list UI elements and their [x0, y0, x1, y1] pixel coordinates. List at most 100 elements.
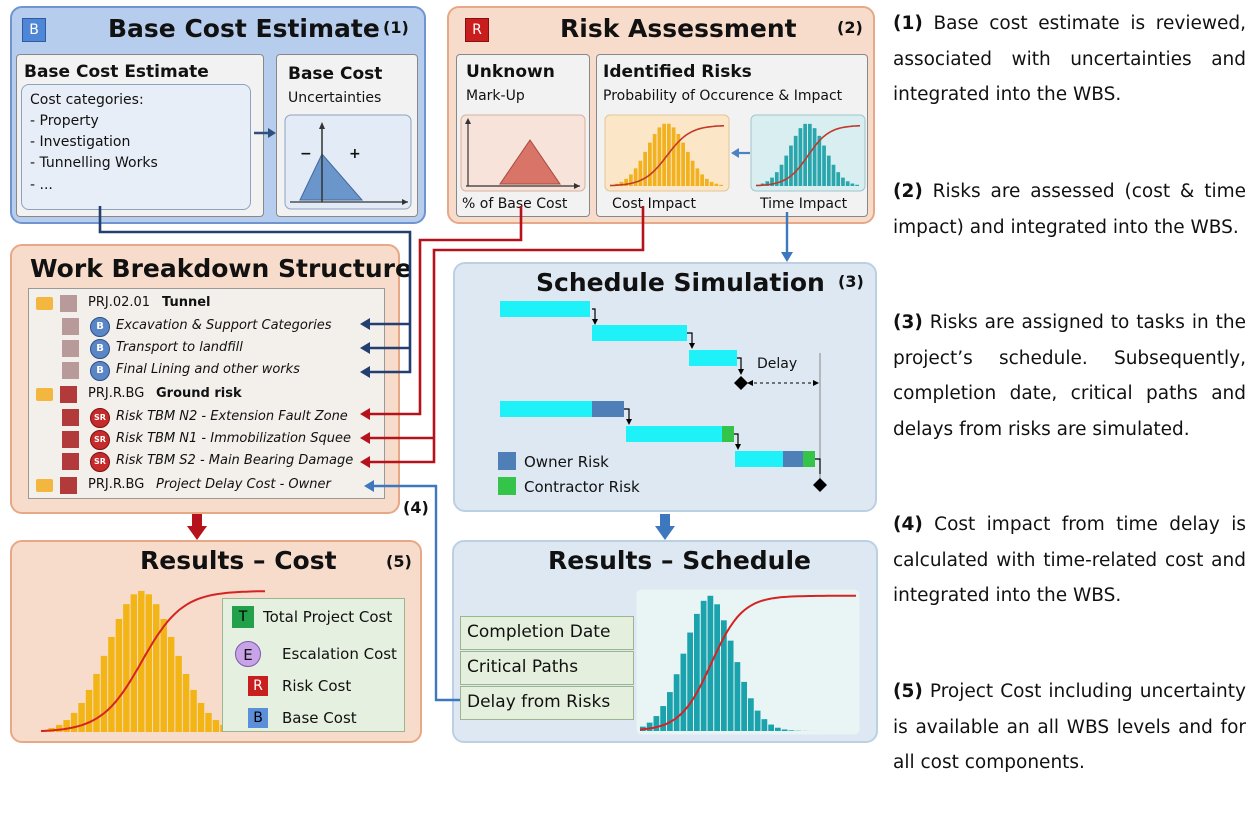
contractor-risk-swatch: [498, 477, 516, 495]
folder-icon: [36, 388, 53, 401]
plus-sign: +: [349, 146, 361, 162]
histogram-bar: [70, 712, 78, 732]
distribution-icon: [62, 362, 79, 379]
wbs-row-name[interactable]: Risk TBM S2 - Main Bearing Damage: [116, 453, 354, 468]
total-cost-badge-icon: T: [232, 606, 254, 628]
gantt-task-bar: [689, 350, 737, 366]
histogram-bar: [667, 123, 671, 186]
histogram-bar: [680, 653, 687, 731]
description-text: Risks are assessed (cost & time impact) …: [893, 181, 1246, 238]
wbs-row-name[interactable]: Risk TBM N1 - Immobilization Squee: [116, 431, 352, 446]
cost-categories-label: Cost categories:: [30, 92, 144, 108]
histogram-bar: [774, 172, 779, 186]
distribution-icon: [62, 431, 79, 448]
base-badge-icon: B: [22, 18, 46, 42]
cost-impact-label: Cost Impact: [612, 196, 696, 212]
base-cost-label: Base Cost: [282, 709, 357, 727]
gantt-task-bar: [626, 426, 722, 442]
description-number: (1): [893, 13, 923, 34]
histogram-bar: [619, 181, 624, 186]
histogram-bar: [643, 151, 647, 186]
owner-risk-bar: [783, 451, 803, 467]
base-uncert-title: Base Cost: [288, 64, 383, 84]
histogram-bar: [681, 142, 685, 186]
histogram-bar: [705, 178, 709, 186]
histogram-bar: [695, 168, 700, 186]
schedule-simulation-title: Schedule Simulation: [536, 268, 825, 297]
gantt-chart: [500, 301, 827, 492]
category-item: - Property: [30, 113, 99, 129]
distribution-icon: [60, 477, 77, 494]
wbs-row-code[interactable]: PRJ.R.BG: [88, 477, 145, 492]
histogram-bar: [153, 604, 160, 732]
histogram-bar: [652, 134, 657, 186]
histogram-bar: [850, 183, 855, 186]
contractor-risk-bar: [803, 451, 815, 467]
base-cost-legend-badge-icon: B: [248, 708, 268, 728]
owner-risk-bar: [592, 401, 624, 417]
wbs-row-name[interactable]: Excavation & Support Categories: [116, 318, 332, 333]
histogram-bar: [671, 127, 676, 186]
distribution-icon: [62, 409, 79, 426]
histogram-bar: [765, 181, 770, 186]
risk-cost-label: Risk Cost: [282, 677, 352, 695]
histogram-bar: [714, 183, 719, 186]
histogram-bar: [63, 720, 70, 732]
base-cost-title: Base Cost Estimate: [108, 14, 380, 43]
description-number: (4): [893, 514, 923, 535]
wbs-row-name[interactable]: Tunnel: [162, 295, 211, 310]
specific-risk-badge-icon: SR: [90, 408, 110, 428]
histogram-bar: [690, 160, 695, 186]
cumulative-curve: [755, 124, 861, 187]
histogram-bar: [808, 123, 812, 186]
cumulative-curve: [639, 594, 856, 731]
wbs-row-name[interactable]: Project Delay Cost - Owner: [156, 477, 331, 492]
histogram-bar: [100, 655, 108, 732]
gantt-task-bar: [592, 325, 687, 341]
histogram-bar: [793, 135, 798, 186]
wbs-row-name[interactable]: Final Lining and other works: [116, 362, 300, 377]
histogram-bar: [662, 123, 666, 186]
critical-paths-item: Critical Paths: [460, 651, 634, 685]
risk-cost-badge-icon: R: [248, 676, 268, 696]
base-to-uncert-arrow: [254, 128, 276, 138]
wbs-title: Work Breakdown Structure: [30, 254, 412, 283]
wbs-row-code[interactable]: PRJ.R.BG: [88, 386, 145, 401]
histogram-bar: [826, 155, 831, 186]
description-5: (5) Project Cost including uncertainty i…: [893, 674, 1246, 781]
histogram-bar: [803, 123, 807, 186]
category-item: - Investigation: [30, 134, 131, 150]
histogram-bar: [686, 151, 690, 186]
histogram-bar: [93, 673, 100, 732]
histogram-bar: [727, 640, 734, 731]
identified-risks-subtitle: Probability of Occurence & Impact: [603, 88, 843, 104]
histogram-bar: [768, 724, 774, 731]
wbs-row-name[interactable]: Ground risk: [156, 386, 242, 401]
histogram-bar: [734, 662, 741, 731]
category-item: - ...: [30, 177, 53, 193]
histogram-bar: [714, 604, 720, 731]
wbs-row-code[interactable]: PRJ.02.01: [88, 295, 151, 310]
description-number: (3): [893, 312, 923, 333]
histogram-bar: [741, 681, 747, 731]
delay-from-risks-item: Delay from Risks: [460, 686, 634, 720]
histogram-bar: [775, 727, 781, 731]
owner-risk-legend: Owner Risk: [524, 453, 609, 471]
unknown-axis-label: % of Base Cost: [462, 196, 568, 212]
total-cost-label: Total Project Cost: [263, 608, 393, 626]
description-1: (1) Base cost estimate is reviewed, asso…: [893, 6, 1246, 113]
time-impact-label: Time Impact: [760, 196, 848, 212]
histogram-bar: [130, 594, 138, 732]
wbs-row-name[interactable]: Risk TBM N2 - Extension Fault Zone: [116, 409, 348, 424]
description-number: (5): [893, 681, 923, 702]
cost-result-chart: [37, 584, 269, 736]
base-cost-badge-icon: B: [90, 339, 110, 359]
histogram-bar: [197, 702, 205, 732]
wbs-row-name[interactable]: Transport to landfill: [116, 340, 243, 355]
results-cost-title: Results – Cost: [140, 546, 337, 575]
histogram-bar: [660, 706, 666, 731]
histogram-bar: [754, 710, 761, 731]
histogram-bar: [115, 618, 123, 732]
histogram-bar: [700, 174, 704, 186]
minus-sign: −: [300, 146, 312, 162]
